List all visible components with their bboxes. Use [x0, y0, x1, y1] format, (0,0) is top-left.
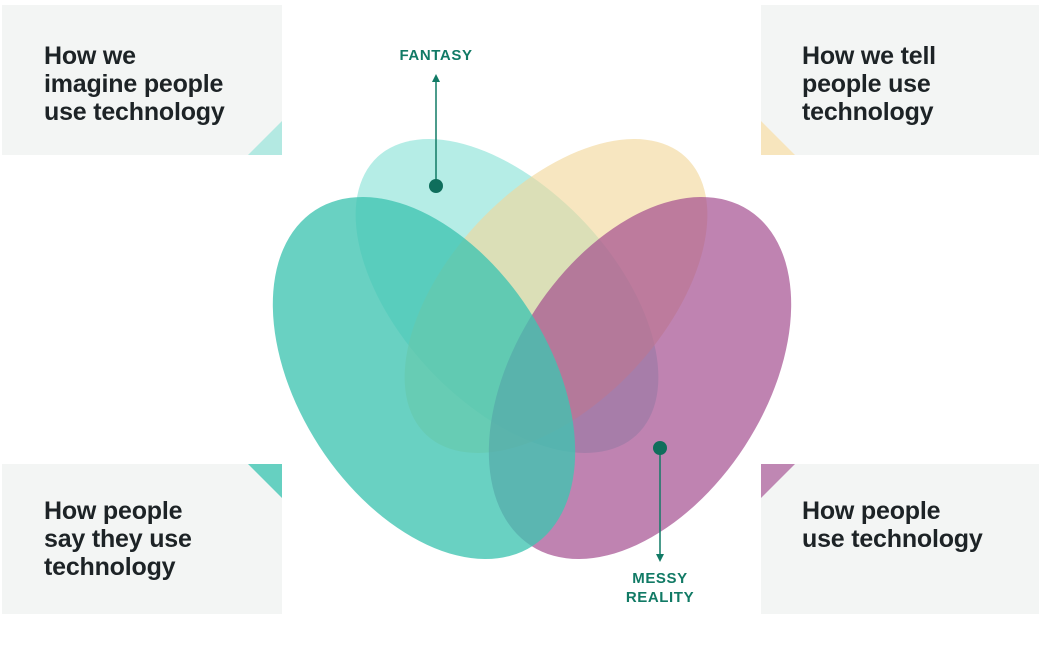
- messy-reality-arrow-head: [656, 554, 664, 562]
- messy-reality-dot: [653, 441, 667, 455]
- card-use-text: How people use technology: [802, 497, 983, 553]
- card-tell-text: How we tell people use technology: [802, 42, 936, 126]
- card-say-color-tab: [248, 464, 282, 498]
- card-use: How people use technology: [761, 464, 1039, 614]
- ellipse-say: [272, 196, 576, 560]
- card-imagine-text: How we imagine people use technology: [44, 42, 225, 126]
- card-say-text: How people say they use technology: [44, 497, 192, 581]
- card-imagine: How we imagine people use technology: [2, 5, 282, 155]
- card-use-color-tab: [761, 464, 795, 498]
- card-imagine-color-tab: [248, 121, 282, 155]
- card-tell-color-tab: [761, 121, 795, 155]
- card-say: How people say they use technology: [2, 464, 282, 614]
- fantasy-arrow-head: [432, 74, 440, 82]
- card-tell: How we tell people use technology: [761, 5, 1039, 155]
- fantasy-label: FANTASY: [399, 47, 473, 64]
- fantasy-dot: [429, 179, 443, 193]
- messy-reality-label: MESSY REALITY: [625, 570, 695, 606]
